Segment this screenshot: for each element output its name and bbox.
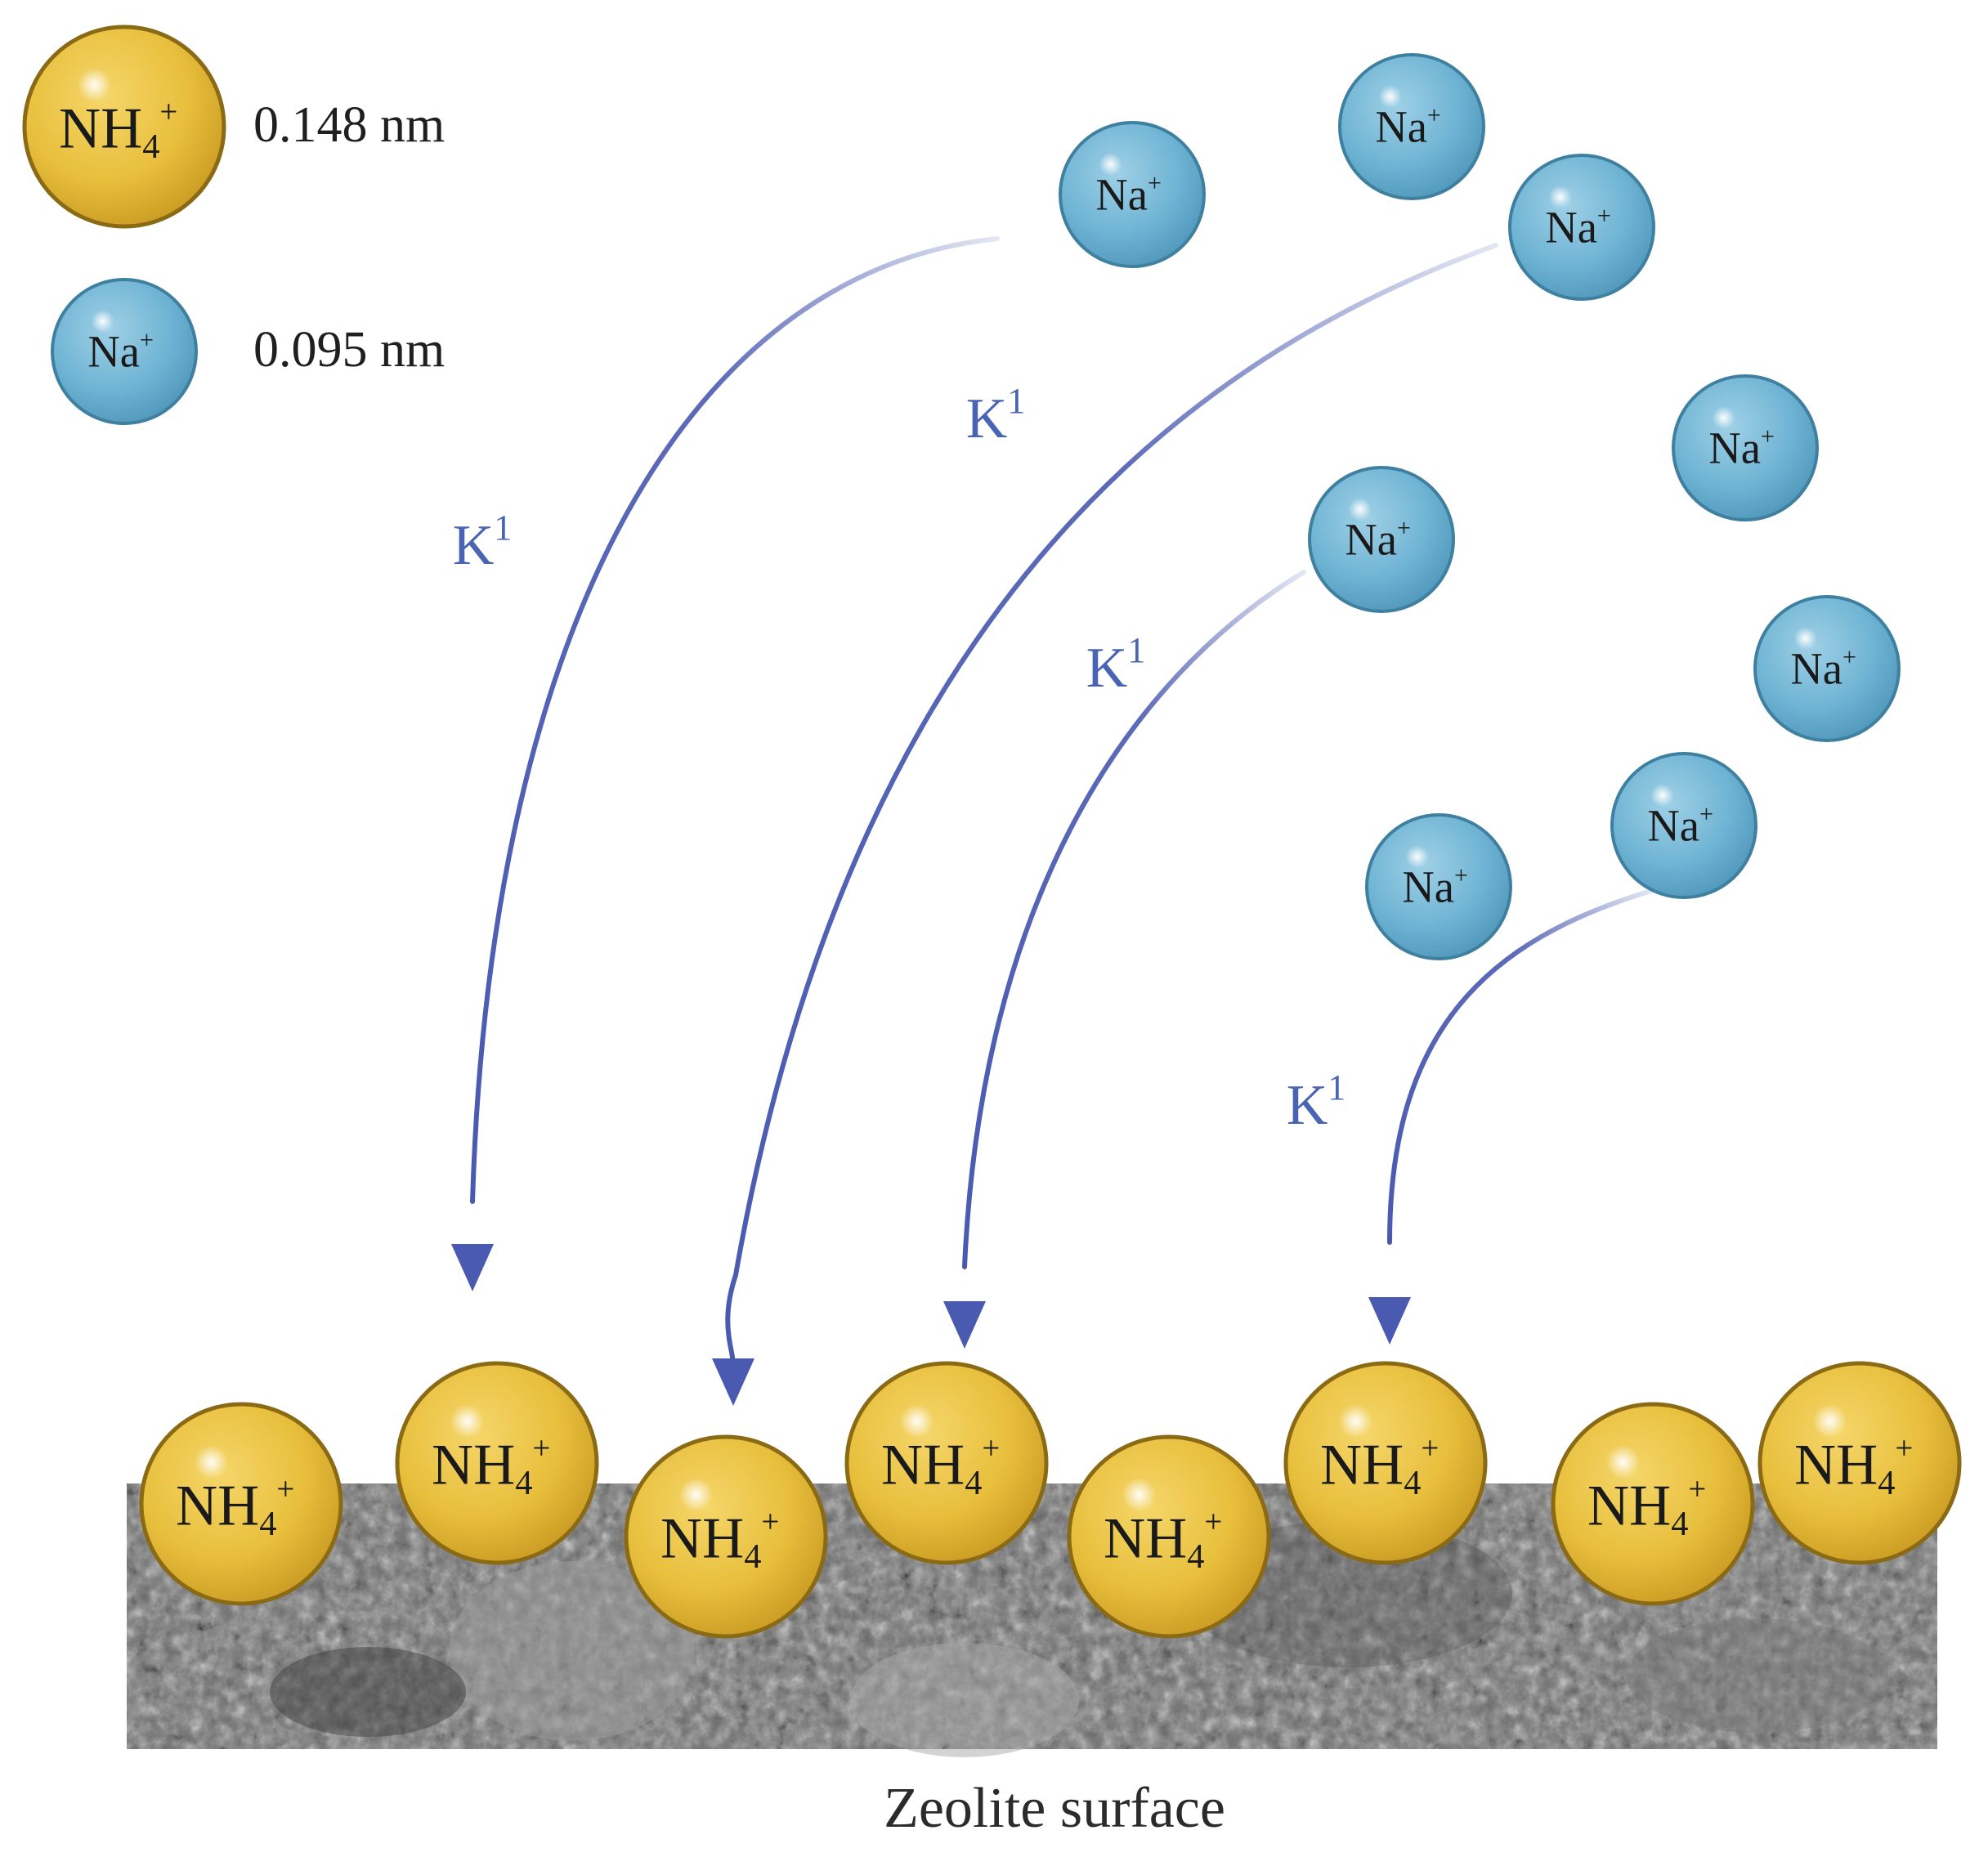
- nh4-highlight: [1812, 1404, 1847, 1439]
- nh4-ion-label: NH4+: [1587, 1471, 1706, 1543]
- rate-constant-label: K1: [966, 381, 1026, 450]
- nh4-ion: NH4+: [395, 1361, 599, 1565]
- nh4-highlight: [1338, 1404, 1373, 1439]
- nh4-ion-body: [22, 25, 226, 229]
- exchange-arrow: K1: [943, 570, 1306, 1349]
- legend-na-circle: Na+: [51, 278, 198, 425]
- nh4-ion: NH4+: [1067, 1434, 1271, 1639]
- na-ion-label: Na+: [1647, 801, 1713, 851]
- exchange-arrow: K1: [712, 243, 1498, 1406]
- na-ion-body: [1610, 752, 1757, 899]
- nh4-ion-body: [624, 1434, 828, 1639]
- nh4-highlight: [450, 1404, 485, 1439]
- na-highlight: [1099, 152, 1122, 177]
- rate-constant-label: K1: [1287, 1067, 1346, 1137]
- na-highlight: [1348, 497, 1372, 521]
- nh4-ion-label: NH4+: [660, 1504, 779, 1576]
- nh4-ion: NH4+: [139, 1402, 343, 1606]
- na-ion: Na+: [1672, 374, 1819, 521]
- na-ion-body: [1338, 53, 1485, 200]
- na-highlight: [1650, 783, 1674, 808]
- na-ion: Na+: [1753, 595, 1901, 742]
- nh4-ion: NH4+: [1283, 1361, 1488, 1565]
- nh4-highlight: [77, 68, 112, 102]
- arrow-path: [962, 570, 1306, 1269]
- na-ion-label: Na+: [1708, 423, 1775, 473]
- exchange-arrow: K1: [451, 236, 1000, 1291]
- na-ion-body: [1308, 466, 1455, 613]
- na-ion-label: Na+: [87, 327, 154, 377]
- na-highlight: [1405, 844, 1429, 869]
- legend-nh4-ion: NH4+: [22, 25, 226, 229]
- na-ion-body: [1672, 374, 1819, 521]
- nh4-ion: NH4+: [844, 1361, 1049, 1565]
- nh4-ion-body: [1283, 1361, 1488, 1565]
- nh4-ion-label: NH4+: [1104, 1504, 1222, 1576]
- nh4-highlight: [1122, 1478, 1157, 1512]
- nh4-ion-body: [1067, 1434, 1271, 1639]
- arrow-head: [1368, 1297, 1411, 1345]
- zeolite-surface-caption: Zeolite surface: [884, 1777, 1225, 1840]
- na-highlight: [91, 309, 114, 333]
- arrow-head: [451, 1244, 494, 1291]
- nh4-ion: NH4+: [1757, 1361, 1962, 1565]
- nh4-ion: NH4+: [1551, 1402, 1755, 1606]
- na-highlight: [1548, 185, 1572, 209]
- rate-constant-label: K1: [453, 508, 513, 577]
- arrow-path: [470, 236, 1000, 1204]
- legend-nh4-size: 0.148 nm: [253, 97, 445, 153]
- nh4-ion-body: [844, 1361, 1049, 1565]
- arrow-path: [1387, 888, 1654, 1245]
- nh4-highlight: [1605, 1445, 1641, 1479]
- na-ion-label: Na+: [1402, 862, 1468, 912]
- nh4-ion-label: NH4+: [432, 1430, 550, 1502]
- na-ion-body: [1753, 595, 1901, 742]
- nh4-ion-label: NH4+: [1794, 1430, 1913, 1502]
- na-highlight: [1378, 84, 1402, 109]
- nh4-ion-body: [1551, 1402, 1755, 1606]
- nh4-ion-label: NH4+: [176, 1471, 294, 1543]
- nh4-highlight: [194, 1445, 229, 1479]
- nh4-ion-label: NH4+: [59, 94, 177, 166]
- na-ion-body: [1508, 154, 1655, 301]
- arrow-head: [712, 1358, 754, 1406]
- legend-na-ion: Na+: [51, 278, 198, 425]
- na-ion: Na+: [1508, 154, 1655, 301]
- arrow-head: [943, 1301, 986, 1349]
- na-ion-body: [1365, 813, 1512, 960]
- na-highlight: [1793, 626, 1817, 651]
- na-ion: Na+: [1610, 752, 1757, 899]
- nh4-ion-body: [1757, 1361, 1962, 1565]
- na-ion: Na+: [1338, 53, 1485, 200]
- arrow-path: [725, 243, 1498, 1367]
- na-ion: Na+: [1059, 121, 1206, 268]
- nh4-ion-label: NH4+: [1320, 1430, 1439, 1502]
- na-ion-label: Na+: [1545, 203, 1611, 253]
- rate-constant-label: K1: [1086, 630, 1146, 700]
- na-ion: Na+: [1365, 813, 1512, 960]
- nh4-ion-body: [139, 1402, 343, 1606]
- nh4-highlight: [678, 1478, 714, 1512]
- na-ion-label: Na+: [1345, 515, 1411, 565]
- nh4-highlight: [899, 1404, 934, 1439]
- ions-layer: Na+ Na+ Na+ Na+ Na+ Na+ Na+ Na+ NH4+ NH4+ NH4+ NH4+…: [139, 53, 1962, 1639]
- legend-na-size: 0.095 nm: [253, 322, 445, 378]
- nh4-ion: NH4+: [624, 1434, 828, 1639]
- legend-nh4-circle: NH4+: [22, 25, 226, 229]
- na-ion-body: [1059, 121, 1206, 268]
- na-ion-label: Na+: [1095, 170, 1162, 220]
- na-highlight: [1712, 405, 1735, 430]
- nh4-ion-body: [395, 1361, 599, 1565]
- legend: NH4+ 0.148 nm Na+ 0.095 nm: [22, 25, 445, 425]
- nh4-ion-label: NH4+: [881, 1430, 1000, 1502]
- na-ion-label: Na+: [1375, 102, 1441, 152]
- na-ion-body: [51, 278, 198, 425]
- exchange-arrow: K1: [1287, 888, 1654, 1345]
- na-ion-label: Na+: [1790, 644, 1856, 694]
- na-ion: Na+: [1308, 466, 1455, 613]
